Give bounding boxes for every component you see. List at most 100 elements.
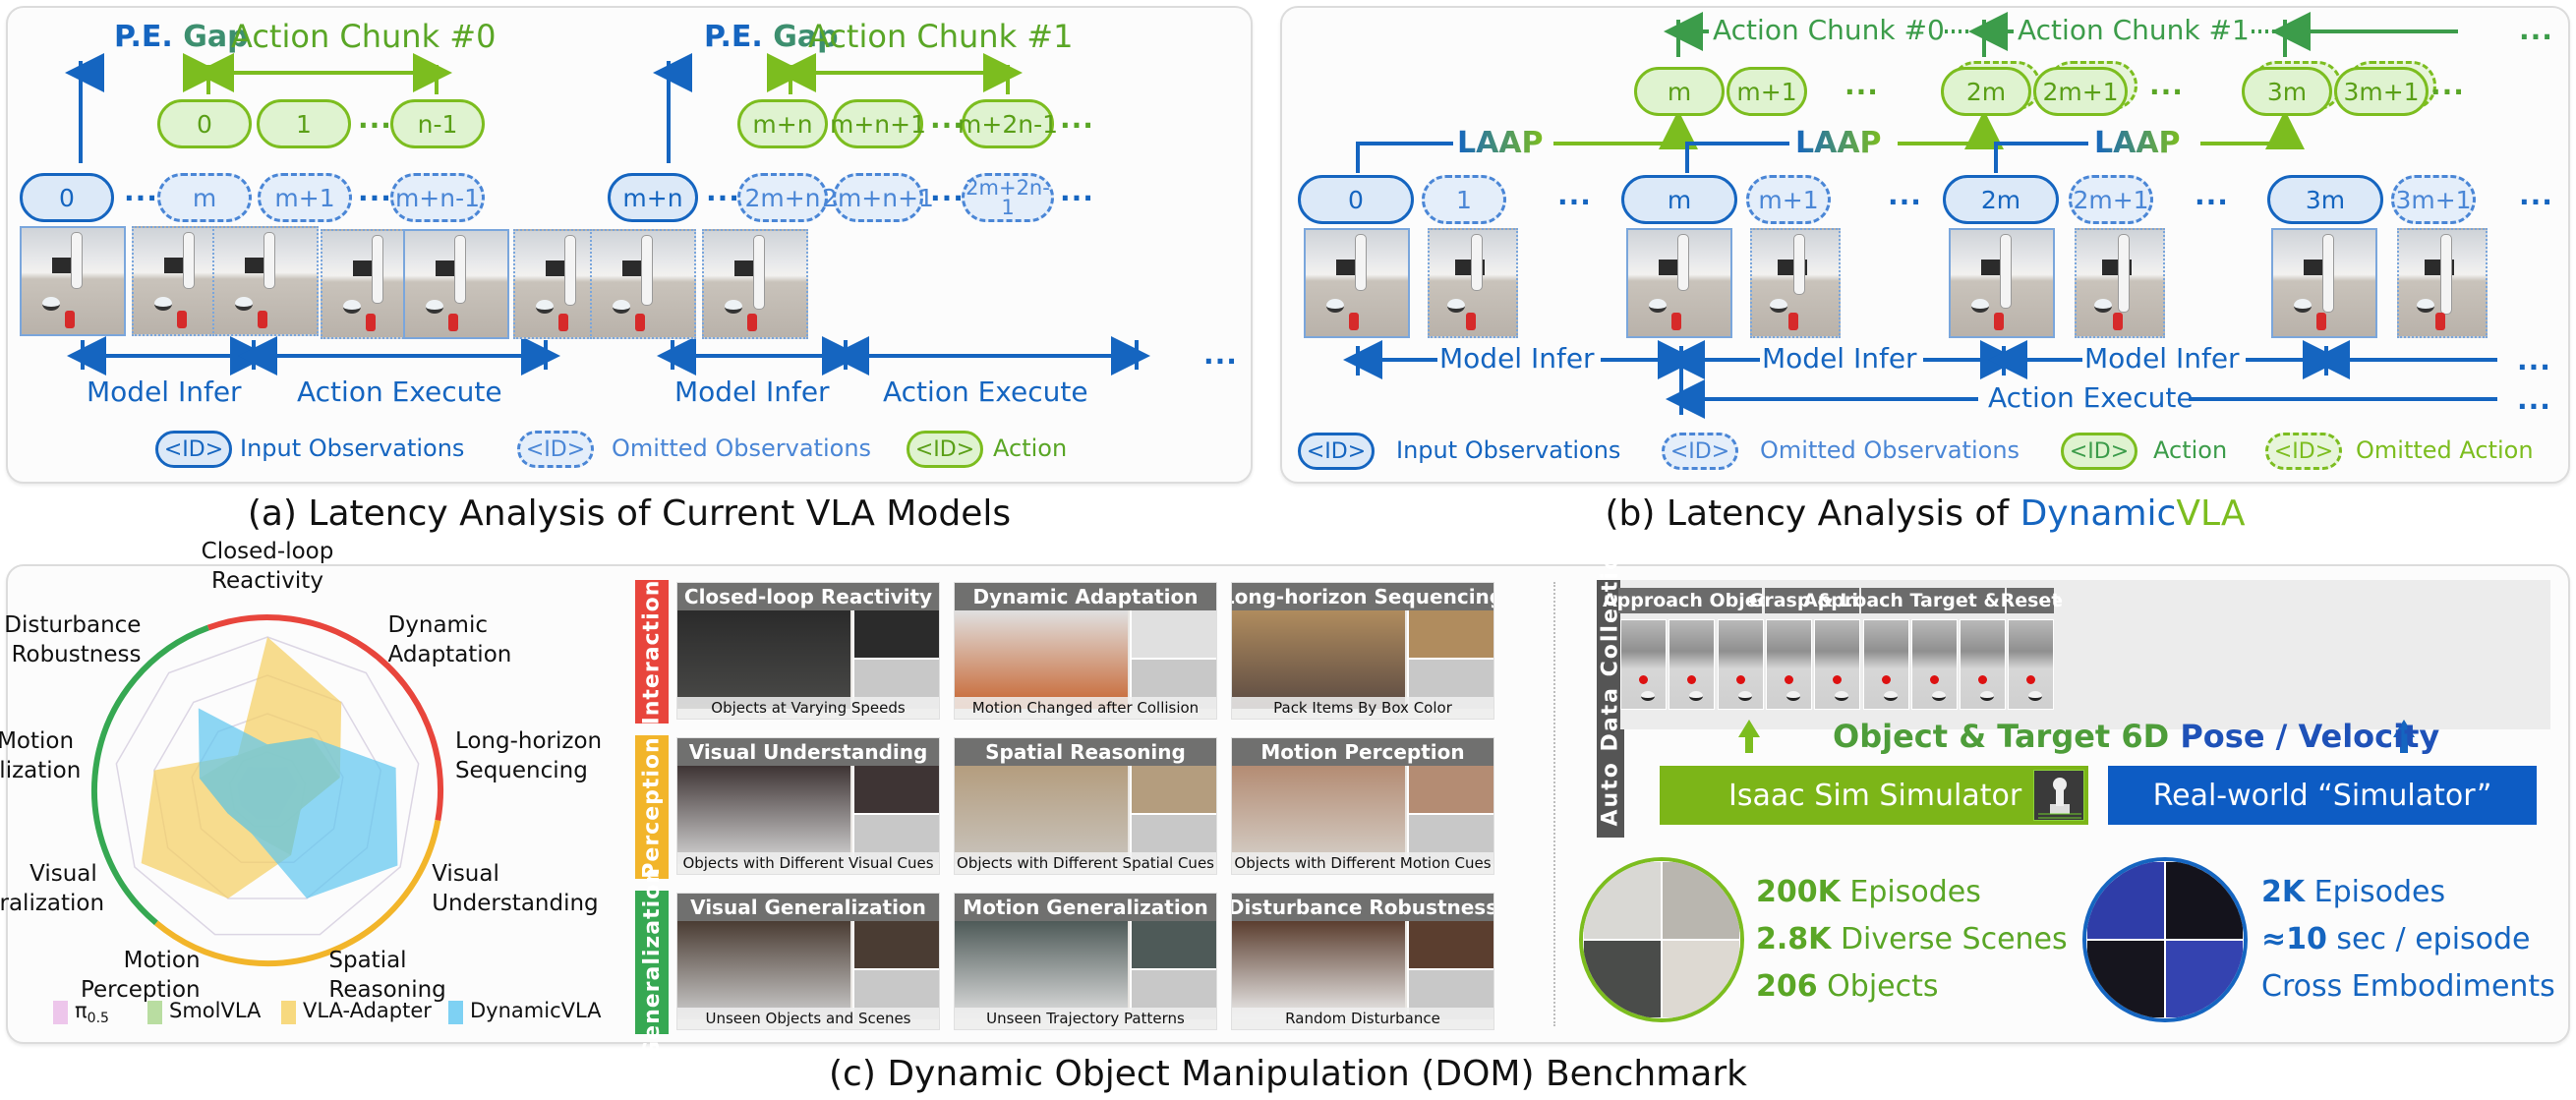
category-label: Perception: [639, 735, 665, 879]
observation-frame: [1949, 228, 2055, 338]
observation-pill-omitted: m: [157, 173, 252, 222]
ellipsis: ...: [1060, 102, 1094, 135]
sim-stat-episodes: 200K Episodes: [1756, 875, 1981, 909]
caption-c: (c) Dynamic Object Manipulation (DOM) Be…: [829, 1054, 1747, 1094]
task-title: Closed-loop Reactivity: [677, 583, 939, 610]
ellipsis: ...: [1203, 338, 1238, 371]
action-pill: m+n+1: [830, 99, 926, 148]
phase-label-action-execute: Action Execute: [297, 376, 502, 408]
stat-label: sec / episode: [2326, 922, 2531, 956]
legend-swatch: [147, 1001, 162, 1024]
laap-connector-1-blue: [1685, 142, 1789, 173]
observation-frame: [1626, 228, 1732, 338]
phase-label-model-infer: Model Infer: [674, 376, 830, 408]
collection-frame: [1960, 619, 2007, 710]
stat-label: Episodes: [1840, 875, 1981, 909]
gap-label: Gap: [773, 20, 839, 54]
section-divider: [1553, 582, 1555, 1026]
stage-approach-object: Approach Object: [1602, 588, 1779, 613]
real-world-simulator-button[interactable]: Real-world “Simulator”: [2108, 766, 2537, 825]
task-title: Visual Generalization: [677, 894, 939, 921]
observation-frame: [590, 229, 696, 339]
caption-a: (a) Latency Analysis of Current VLA Mode…: [247, 493, 1012, 534]
task-subtitle: Motion Changed after Collision: [955, 697, 1216, 719]
legend-label: VLA-Adapter: [303, 999, 432, 1022]
ellipsis: ...: [2519, 14, 2553, 46]
ellipsis: ...: [930, 175, 965, 207]
observation-pill-input: 2m: [1943, 175, 2059, 224]
observation-pill-omitted: 1: [1422, 175, 1506, 224]
ellipsis: ...: [930, 102, 965, 135]
observation-frame: [20, 226, 126, 336]
ellipsis: ...: [2517, 344, 2551, 376]
stat-label: Diverse Scenes: [1831, 922, 2068, 956]
legend-label: π0.5: [75, 999, 109, 1027]
ellipsis: ...: [1888, 179, 1922, 211]
caption-b-brand-vla: VLA: [2176, 493, 2246, 534]
legend-omitted-pill: <ID>: [1662, 433, 1738, 470]
robot-arm-icon: [2033, 770, 2084, 821]
action-pill: 3m: [2242, 67, 2332, 116]
legend-action-label: Action: [2153, 436, 2228, 464]
legend-input-label: Input Observations: [1396, 436, 1621, 464]
ellipsis: ...: [1557, 179, 1592, 211]
model-infer-label: Model Infer: [1762, 342, 1917, 375]
action-pill: m+n: [737, 99, 828, 148]
radar-grid-ring: [152, 674, 382, 899]
category-label: Generalization: [639, 866, 665, 1059]
task-subtitle: Random Disturbance: [1232, 1008, 1493, 1029]
task-subtitle: Pack Items By Box Color: [1232, 697, 1493, 719]
observation-pill-omitted: m+n-1: [390, 173, 485, 222]
legend-label: SmolVLA: [169, 999, 262, 1022]
action-pill: m+2n-1: [958, 99, 1058, 148]
stage-approach-target-place: Approach Target & Place: [1802, 588, 2064, 613]
pose-label-part2: Pose / Velocity: [2180, 718, 2440, 755]
collection-frame: [1620, 619, 1667, 710]
observation-pill-omitted: m+1: [1746, 175, 1831, 224]
real-stat-duration: ≈10 sec / episode: [2261, 922, 2531, 956]
pe-gap-label-1: P.E. Gap: [704, 20, 839, 54]
task-subtitle: Objects at Varying Speeds: [677, 697, 939, 719]
task-title: Dynamic Adaptation: [955, 583, 1216, 610]
laap-label-2: LAAP: [2094, 126, 2181, 160]
real-stat-episodes: 2K Episodes: [2261, 875, 2445, 909]
ellipsis: ...: [2149, 69, 2184, 101]
legend-swatch: [281, 1001, 296, 1024]
legend-label: DynamicVLA: [470, 999, 602, 1022]
observation-frame: [702, 229, 808, 339]
collection-frame: [1669, 619, 1716, 710]
collection-frame: [2008, 619, 2055, 710]
radar-group-arc-generalization: [91, 624, 209, 926]
ellipsis: ...: [358, 102, 392, 135]
isaac-sim-button[interactable]: Isaac Sim Simulator: [1660, 766, 2088, 825]
category-tab-interaction: Interaction: [635, 579, 669, 724]
action-pill: 3m+1: [2334, 67, 2429, 116]
sim-scenes-image: [1579, 857, 1744, 1022]
observation-frame: [1750, 228, 1841, 338]
model-infer-label: Model Infer: [1439, 342, 1595, 375]
category-label: Interaction: [639, 579, 665, 724]
action-pill: m+1: [1727, 67, 1807, 116]
observation-pill-input: 0: [20, 173, 114, 222]
action-chunk-label-0: Action Chunk #0: [231, 18, 497, 55]
collection-frame: [1717, 619, 1764, 710]
sim-up-arrow-stem: [1745, 735, 1753, 753]
ellipsis: ...: [358, 175, 392, 207]
radar-group-arc-interaction: [206, 614, 443, 822]
task-subtitle: Objects with Different Spatial Cues: [955, 852, 1216, 874]
observation-pill-omitted: 2m+1: [2069, 175, 2153, 224]
legend-omitted-label: Omitted Observations: [612, 434, 872, 462]
action-pill: 2m: [1941, 67, 2031, 116]
category-tab-generalization: Generalization: [635, 867, 669, 1058]
chunk-label-0: Action Chunk #0: [1713, 14, 1945, 46]
pe-gap-label-0: P.E. Gap: [114, 20, 249, 54]
observation-pill-input: m: [1621, 175, 1737, 224]
